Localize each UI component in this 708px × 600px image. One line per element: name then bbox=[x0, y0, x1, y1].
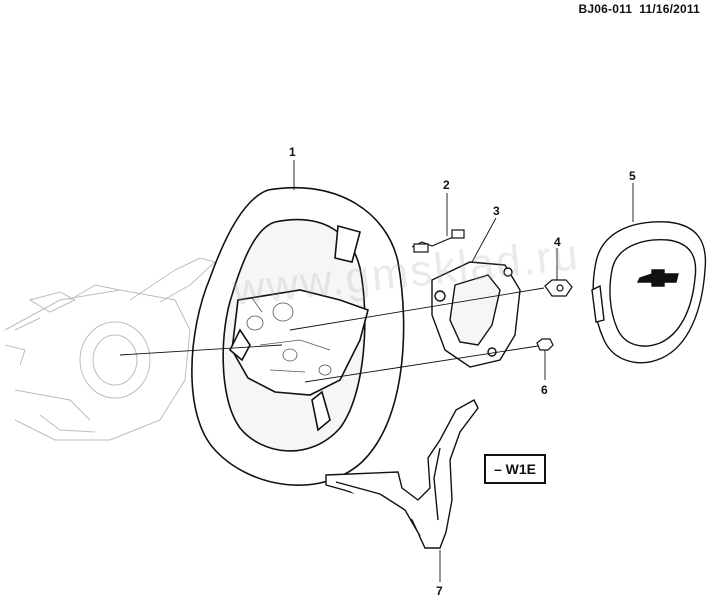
callout-6: 6 bbox=[541, 383, 548, 397]
callout-7: 7 bbox=[436, 584, 443, 598]
header-doc-ref: BJ06-011 11/16/2011 bbox=[579, 2, 700, 16]
wiring-harness bbox=[411, 229, 465, 253]
callout-5: 5 bbox=[629, 169, 636, 183]
airbag-module bbox=[591, 221, 707, 364]
wheel-hub-detail bbox=[246, 297, 332, 376]
doc-id: BJ06-011 bbox=[578, 2, 633, 16]
lower-trim-cover bbox=[325, 399, 479, 549]
callout-2: 2 bbox=[443, 178, 450, 192]
doc-date: 11/16/2011 bbox=[639, 2, 700, 16]
option-code-box: – W1E bbox=[484, 454, 546, 484]
callout-1: 1 bbox=[289, 145, 296, 159]
callout-3: 3 bbox=[493, 204, 500, 218]
leader-lines bbox=[119, 160, 634, 582]
steering-wheel bbox=[191, 186, 405, 486]
airbag-bracket bbox=[431, 261, 521, 368]
bolts bbox=[536, 279, 573, 351]
steering-column-ghost bbox=[4, 257, 217, 441]
callout-4: 4 bbox=[554, 235, 561, 249]
